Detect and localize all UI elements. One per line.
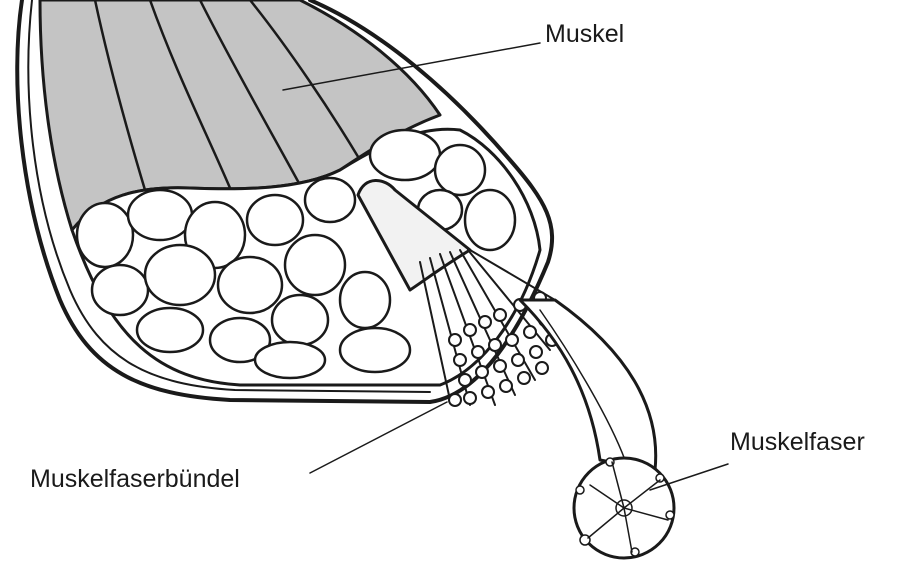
leader-line-fiber-bundle <box>309 401 448 474</box>
leader-line-muscle <box>282 42 541 91</box>
fascicles <box>75 128 517 380</box>
leader-line-fiber <box>649 463 729 491</box>
fiber-striation <box>539 309 626 461</box>
cross-section-septa <box>587 461 669 553</box>
muscle-sheath-inner <box>27 0 431 393</box>
label-fiber: Muskelfaser <box>730 428 865 456</box>
muscle-striations <box>93 0 362 192</box>
fiber-bundle <box>419 249 556 406</box>
label-muscle: Muskel <box>545 20 625 48</box>
label-fiber-bundle: Muskelfaserbündel <box>30 465 240 493</box>
